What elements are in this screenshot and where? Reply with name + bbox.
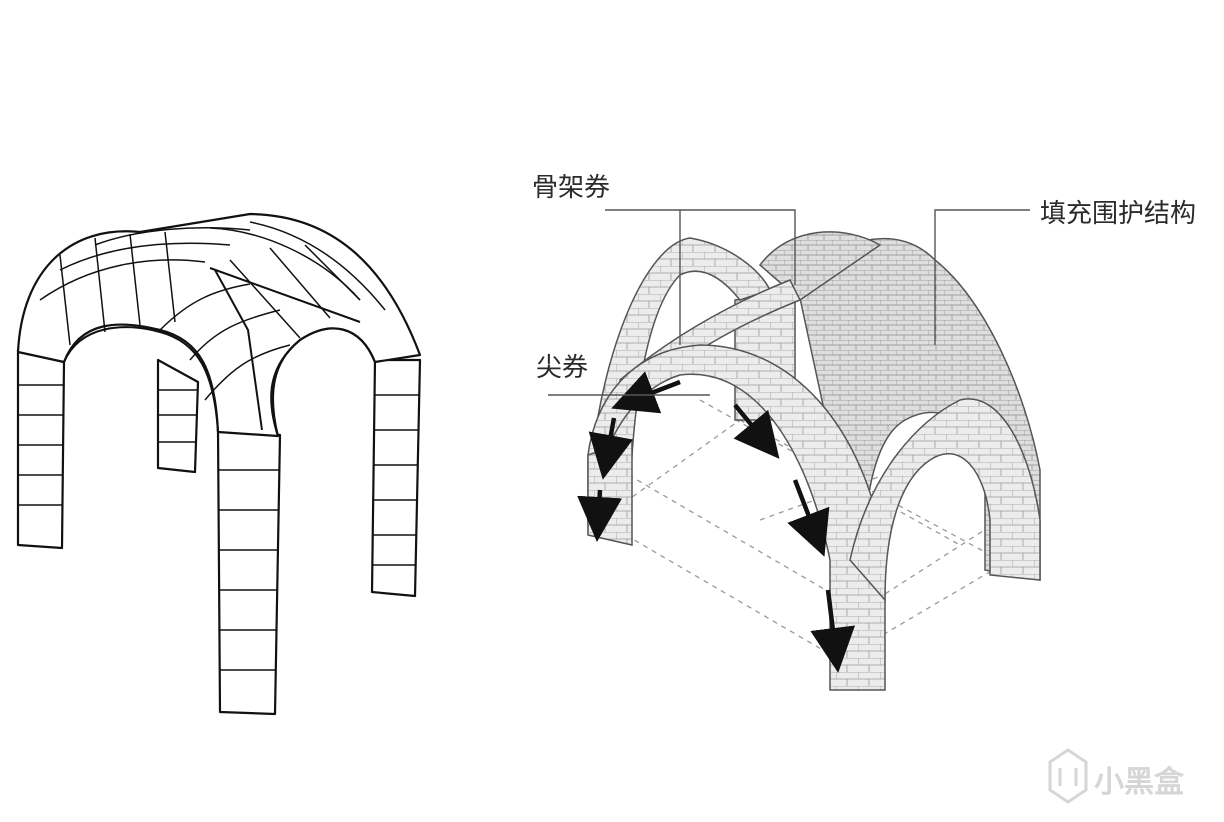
center-front-pier	[216, 428, 282, 716]
rib-vault-drawing	[548, 209, 1041, 691]
leader-rib-arch	[605, 209, 796, 345]
vault-body	[16, 212, 422, 438]
watermark: 小黑盒	[1048, 748, 1185, 804]
groin-vault-drawing	[16, 212, 422, 716]
right-pier	[370, 358, 422, 598]
watermark-text: 小黑盒	[1094, 765, 1185, 800]
label-rib-arch: 骨架券	[532, 173, 610, 203]
groin-crease	[214, 269, 263, 431]
leader-lines	[548, 209, 1030, 396]
load-arrow-5	[787, 479, 830, 557]
load-arrow-4	[733, 403, 780, 459]
xiaoheihe-logo-icon	[1048, 748, 1088, 804]
load-arrow-1	[611, 371, 681, 414]
load-arrow-3	[577, 489, 623, 542]
label-infill-structure: 填充围护结构	[1040, 199, 1196, 229]
back-left-pier	[156, 358, 200, 474]
load-arrow-2	[588, 417, 633, 480]
left-front-pier	[16, 348, 66, 550]
load-arrows	[577, 371, 856, 673]
label-pointed-arch: 尖券	[536, 353, 588, 383]
leader-infill	[934, 209, 1030, 345]
right-pointed-arch	[849, 398, 1041, 602]
load-arrow-6	[810, 589, 856, 673]
front-left-pier	[587, 438, 633, 546]
